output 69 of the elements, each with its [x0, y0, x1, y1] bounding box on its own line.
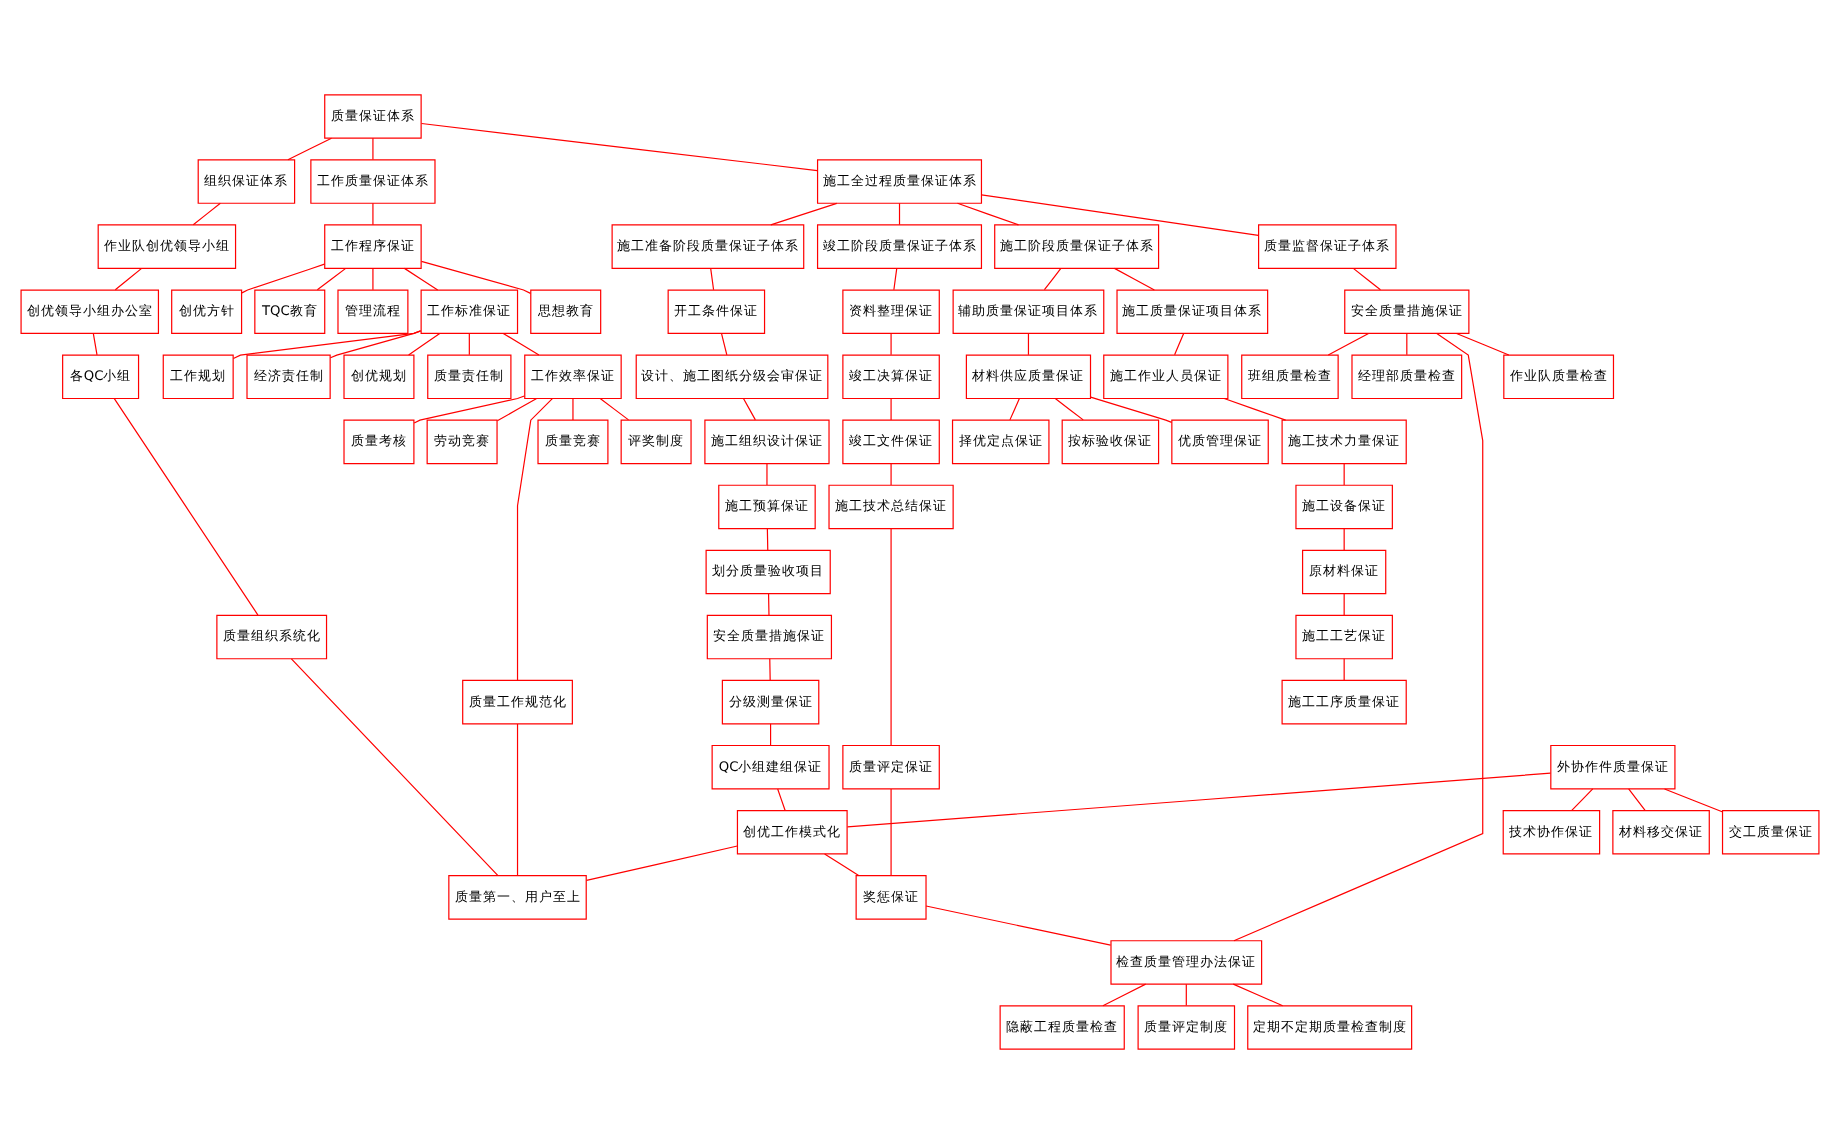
connector	[1628, 788, 1646, 811]
connector	[403, 267, 439, 291]
connector	[114, 267, 143, 291]
connector	[956, 202, 1020, 226]
connector	[890, 397, 892, 421]
connector	[824, 853, 860, 877]
connector	[1343, 528, 1345, 551]
connector	[980, 194, 1259, 236]
connector	[1343, 463, 1345, 486]
connector	[1406, 332, 1408, 356]
connector	[898, 202, 901, 226]
connector	[1102, 983, 1147, 1007]
connector	[585, 845, 738, 881]
connector	[372, 137, 374, 161]
connector	[1571, 788, 1594, 811]
connector	[408, 332, 441, 356]
connector	[766, 463, 768, 486]
connector	[113, 398, 259, 616]
connector	[516, 398, 553, 681]
connector	[372, 202, 374, 226]
connector	[890, 528, 892, 746]
connector	[92, 332, 98, 356]
connector	[720, 332, 728, 356]
connector	[1043, 267, 1062, 291]
connector	[572, 397, 574, 421]
connector	[769, 658, 771, 681]
connector	[1174, 332, 1185, 356]
connector	[232, 330, 422, 360]
connector	[192, 202, 221, 226]
connector	[890, 463, 892, 486]
connector	[1343, 658, 1345, 681]
connector	[925, 905, 1112, 946]
connector	[372, 267, 374, 291]
connector	[1352, 267, 1382, 291]
connector	[767, 593, 770, 616]
connector	[710, 267, 715, 291]
connector	[890, 332, 892, 356]
connector	[1090, 396, 1173, 423]
connector	[890, 788, 892, 876]
connector	[1185, 983, 1187, 1007]
connector	[1455, 332, 1510, 356]
connector	[766, 528, 769, 551]
connector	[502, 332, 540, 356]
connector	[241, 263, 326, 294]
connector	[599, 397, 630, 421]
connector	[468, 332, 470, 356]
connector	[846, 772, 1552, 828]
connector	[1343, 593, 1345, 616]
connector	[770, 202, 838, 226]
connector	[769, 723, 772, 746]
connector	[287, 137, 333, 161]
connector	[1663, 788, 1723, 813]
connector	[329, 330, 422, 359]
connector	[893, 267, 898, 291]
connector	[316, 267, 347, 291]
connector	[290, 658, 499, 876]
connector	[420, 260, 532, 295]
connector	[1223, 397, 1287, 421]
connector	[1113, 267, 1155, 291]
connector	[516, 723, 519, 876]
connector	[742, 397, 756, 421]
connector	[777, 788, 786, 811]
connector	[1233, 332, 1484, 942]
connector	[1327, 332, 1370, 356]
connector	[1054, 397, 1084, 421]
connector	[420, 122, 818, 172]
connector	[496, 397, 538, 422]
connector	[1027, 332, 1030, 356]
connector	[1009, 397, 1020, 421]
